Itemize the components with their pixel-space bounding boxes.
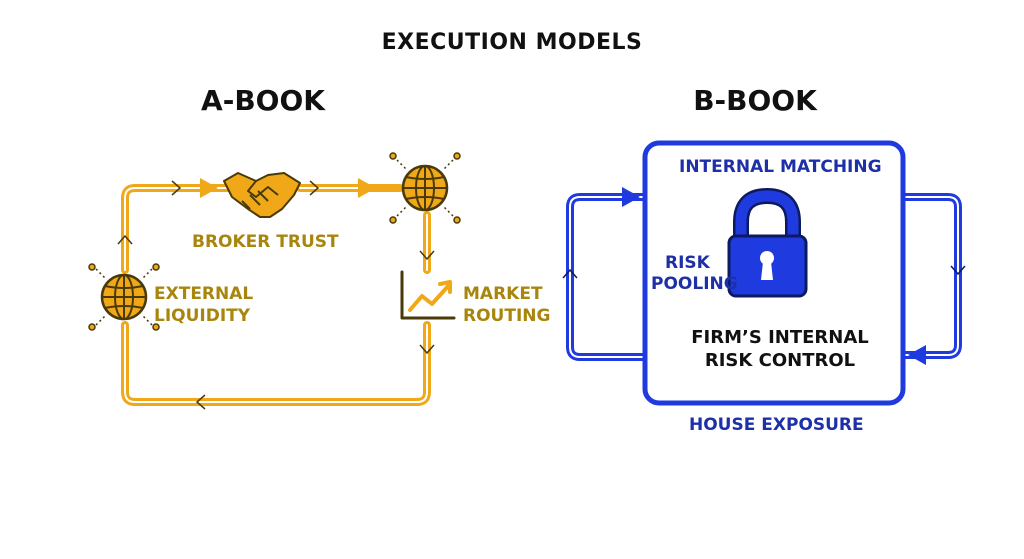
arrow-right (171, 180, 182, 196)
market-routing-line2: ROUTING (463, 306, 551, 326)
arrow-right (309, 180, 320, 196)
globe-icon (389, 152, 461, 224)
b-book-side-loops (566, 193, 962, 361)
risk-pooling-label: RISK POOLING (651, 253, 738, 295)
broker-trust-label: BROKER TRUST (192, 232, 339, 252)
a-book-title: A-BOOK (201, 84, 325, 117)
risk-control-label: FIRM’S INTERNAL RISK CONTROL (680, 326, 880, 372)
arrow-down (419, 250, 435, 261)
internal-matching-label: INTERNAL MATCHING (679, 157, 882, 177)
arrow-up (117, 234, 133, 245)
external-liquidity-line2: LIQUIDITY (154, 306, 251, 326)
house-exposure-label: HOUSE EXPOSURE (689, 415, 864, 435)
b-book-title: B-BOOK (693, 84, 817, 117)
arrow-left (195, 394, 206, 410)
arrow-head-right (358, 178, 376, 198)
chart-icon (400, 270, 456, 320)
padlock-icon (727, 187, 808, 298)
b-book-arrows (562, 187, 966, 365)
page-title: EXECUTION MODELS (381, 30, 643, 55)
market-routing-label: MARKET ROUTING (463, 283, 550, 327)
risk-pooling-line1: RISK (665, 253, 710, 273)
a-book-loop (121, 184, 431, 406)
market-routing-line1: MARKET (463, 284, 543, 304)
risk-pooling-line2: POOLING (651, 274, 738, 294)
arrow-head-right (200, 178, 218, 198)
handshake-icon (223, 172, 301, 218)
risk-control-line2: RISK CONTROL (704, 350, 856, 371)
risk-control-line1: FIRM’S INTERNAL (691, 327, 869, 348)
external-liquidity-line1: EXTERNAL (154, 284, 254, 304)
arrow-down (419, 344, 435, 355)
external-liquidity-label: EXTERNAL LIQUIDITY (154, 283, 253, 327)
globe-icon (88, 263, 160, 331)
a-book-arrows (117, 180, 435, 410)
